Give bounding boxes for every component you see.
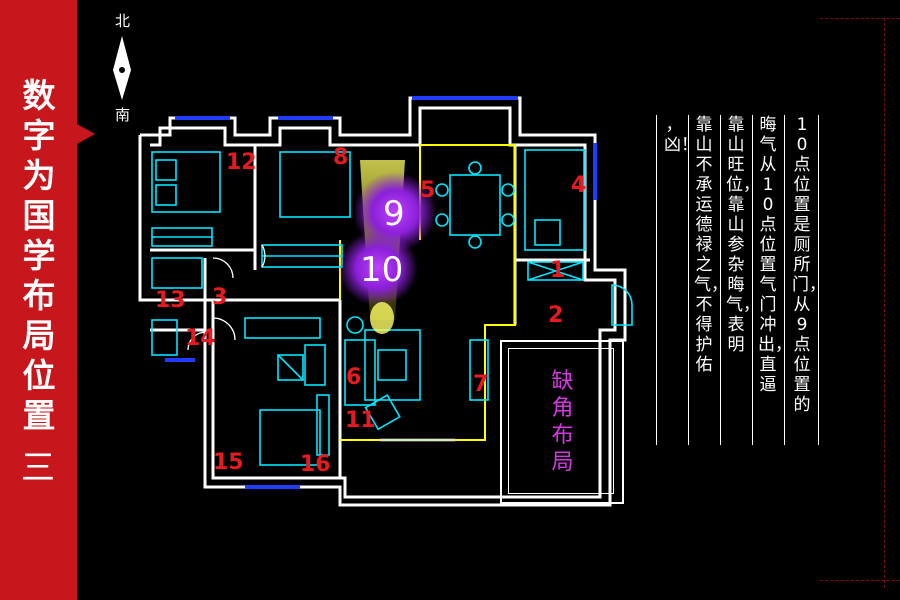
sidebar-pointer-icon	[77, 124, 95, 144]
missing-corner-inner	[508, 348, 614, 494]
note-column: 靠山旺位，靠山参杂晦气，表明	[726, 115, 760, 355]
compass-needle-icon	[113, 36, 131, 100]
note-column: 靠山不承运德禄之气，不得护佑	[694, 115, 728, 375]
room-number: 15	[213, 450, 244, 475]
sidebar-title-char: 字	[22, 116, 56, 155]
room-number: 4	[571, 173, 587, 198]
sidebar-title: 数 字 为 国 学 布 局 位 置	[14, 76, 64, 436]
room-number: 5	[420, 178, 436, 203]
room-number: 1	[550, 258, 566, 283]
missing-corner-char: 局	[551, 450, 574, 475]
room-number: 14	[185, 326, 216, 351]
decorative-divider	[884, 18, 886, 588]
sidebar-title-char: 位	[22, 356, 56, 395]
sidebar-page-mark: 三	[21, 448, 55, 488]
sidebar-title-char: 布	[22, 276, 56, 315]
highlight-marker-10: 10	[360, 250, 404, 290]
compass: 北 南	[100, 8, 145, 128]
note-rule	[688, 115, 689, 445]
sidebar-title-char: 局	[22, 316, 56, 355]
note-rule	[656, 115, 657, 445]
compass-north-label: 北	[114, 12, 130, 30]
decorative-divider	[820, 580, 900, 582]
room-number: 13	[155, 288, 186, 313]
compass-south-label: 南	[114, 106, 130, 124]
sidebar: 数 字 为 国 学 布 局 位 置 三	[0, 0, 77, 600]
sidebar-title-char: 数	[22, 76, 56, 115]
note-rule	[720, 115, 721, 445]
room-number: 3	[212, 285, 228, 310]
room-number: 11	[345, 408, 376, 433]
room-number: 7	[473, 372, 489, 397]
sidebar-title-char: 国	[22, 196, 56, 235]
missing-corner-char: 角	[551, 396, 574, 421]
room-number: 2	[548, 303, 564, 328]
room-number: 6	[346, 365, 362, 390]
note-column: 10点位置是厕所门，从9点位置的	[792, 115, 826, 415]
note-column: ，凶！	[664, 115, 698, 155]
room-number: 12	[226, 150, 257, 175]
sidebar-title-char: 学	[22, 236, 56, 275]
missing-corner-area	[500, 340, 624, 504]
highlight-marker-9: 9	[383, 194, 405, 234]
missing-corner-char: 缺	[551, 369, 574, 394]
missing-corner-char: 布	[551, 423, 574, 448]
note-rule	[818, 115, 819, 445]
sidebar-title-char: 为	[22, 156, 56, 195]
sidebar-title-char: 置	[22, 396, 56, 435]
missing-corner-label: 缺 角 布 局	[545, 368, 580, 476]
note-column: 晦气从10点位置气门冲出，直逼	[758, 115, 792, 395]
room-number: 8	[333, 145, 349, 170]
note-rule	[752, 115, 753, 445]
note-rule	[784, 115, 785, 445]
room-number: 16	[300, 452, 331, 477]
decorative-divider	[820, 18, 900, 20]
